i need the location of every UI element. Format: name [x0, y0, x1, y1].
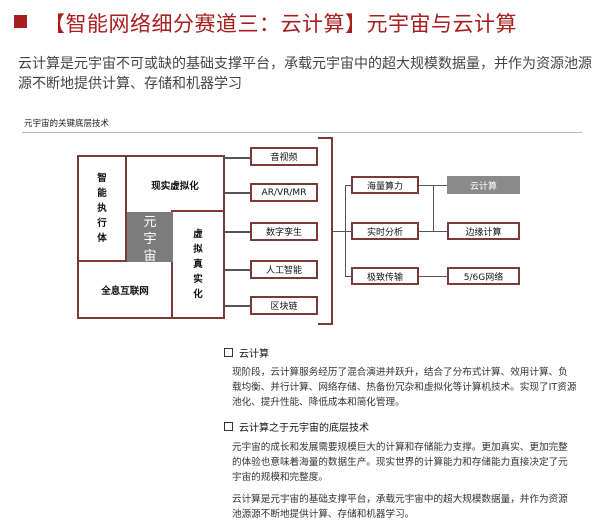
bracket-bottom — [318, 323, 332, 325]
branch — [345, 185, 351, 186]
bracket-top — [318, 137, 332, 139]
connector — [433, 185, 434, 231]
tech-ai: 人工智能 — [250, 260, 318, 279]
connector — [225, 192, 250, 194]
connector — [225, 231, 250, 233]
connector — [419, 276, 447, 277]
connector — [225, 157, 250, 159]
block-holographic-internet: 全息互联网 — [77, 260, 173, 319]
block-metaverse-core-label: 元宇宙 — [143, 215, 157, 262]
diagram-caption: 元宇宙的关键底层技术 — [24, 119, 110, 129]
need-realtime-analysis: 实时分析 — [351, 222, 419, 240]
connector — [225, 269, 250, 271]
tech-audio-video: 音视频 — [250, 147, 318, 166]
block-reality-virtualization: 现实虚拟化 — [125, 155, 225, 214]
block-reality-virtualization-label: 现实虚拟化 — [151, 180, 199, 192]
tech-blockchain: 区块链 — [250, 296, 318, 315]
tech-ar-vr-mr: AR/VR/MR — [250, 183, 318, 202]
section-cloud-metaverse-paragraph-2: 云计算是元宇宙的基础支撑平台，承载元宇宙中的超大规模数据量，并作为资源池源源不断… — [232, 494, 568, 520]
block-virtual-reality: 虚拟真实化 — [171, 210, 225, 319]
block-intelligent-agent-label: 智能执行体 — [97, 173, 107, 244]
connector — [225, 305, 250, 307]
bracket-spine — [331, 137, 333, 325]
block-virtual-reality-label: 虚拟真实化 — [193, 229, 203, 300]
section-cloud-heading-text: 云计算 — [239, 349, 269, 360]
branch — [345, 231, 351, 232]
block-holographic-internet-label: 全息互联网 — [101, 285, 149, 297]
need-massive-compute: 海量算力 — [351, 176, 419, 194]
section-cloud-metaverse-heading: 云计算之于元宇宙的底层技术 — [224, 419, 369, 434]
connector — [419, 231, 447, 232]
tech-5g-6g-network: 5/6G网络 — [447, 267, 520, 285]
intro-paragraph: 云计算是元宇宙不可或缺的基础支撑平台，承载元宇宙中的超大规模数据量，并作为资源池… — [18, 56, 592, 92]
branch — [345, 276, 351, 277]
title-bullet — [14, 15, 27, 28]
need-extreme-transmission: 极致传输 — [351, 267, 419, 285]
page-title: 【智能网络细分赛道三：云计算】元宇宙与云计算 — [44, 12, 517, 36]
block-metaverse-core: 元宇宙 — [127, 212, 173, 262]
caption-divider — [22, 132, 582, 133]
tech-edge-computing: 边缘计算 — [447, 222, 520, 240]
section-cloud-metaverse-paragraph-1: 元宇宙的成长和发展需要规模巨大的计算和存储能力支撑。更加真实、更加完整的体验也意… — [232, 442, 568, 483]
section-cloud-paragraph: 现阶段，云计算服务经历了混合演进并跃升，结合了分布式计算、效用计算、负载均衡、并… — [232, 367, 577, 408]
bracket-stub — [333, 231, 345, 232]
tech-cloud-computing: 云计算 — [447, 176, 520, 194]
tech-digital-twin: 数字孪生 — [250, 222, 318, 241]
section-cloud-heading: 云计算 — [224, 345, 269, 360]
checkbox-bullet-icon — [224, 422, 233, 431]
block-intelligent-agent: 智能执行体 — [77, 155, 127, 262]
checkbox-bullet-icon — [224, 348, 233, 357]
section-cloud-metaverse-heading-text: 云计算之于元宇宙的底层技术 — [239, 423, 369, 434]
